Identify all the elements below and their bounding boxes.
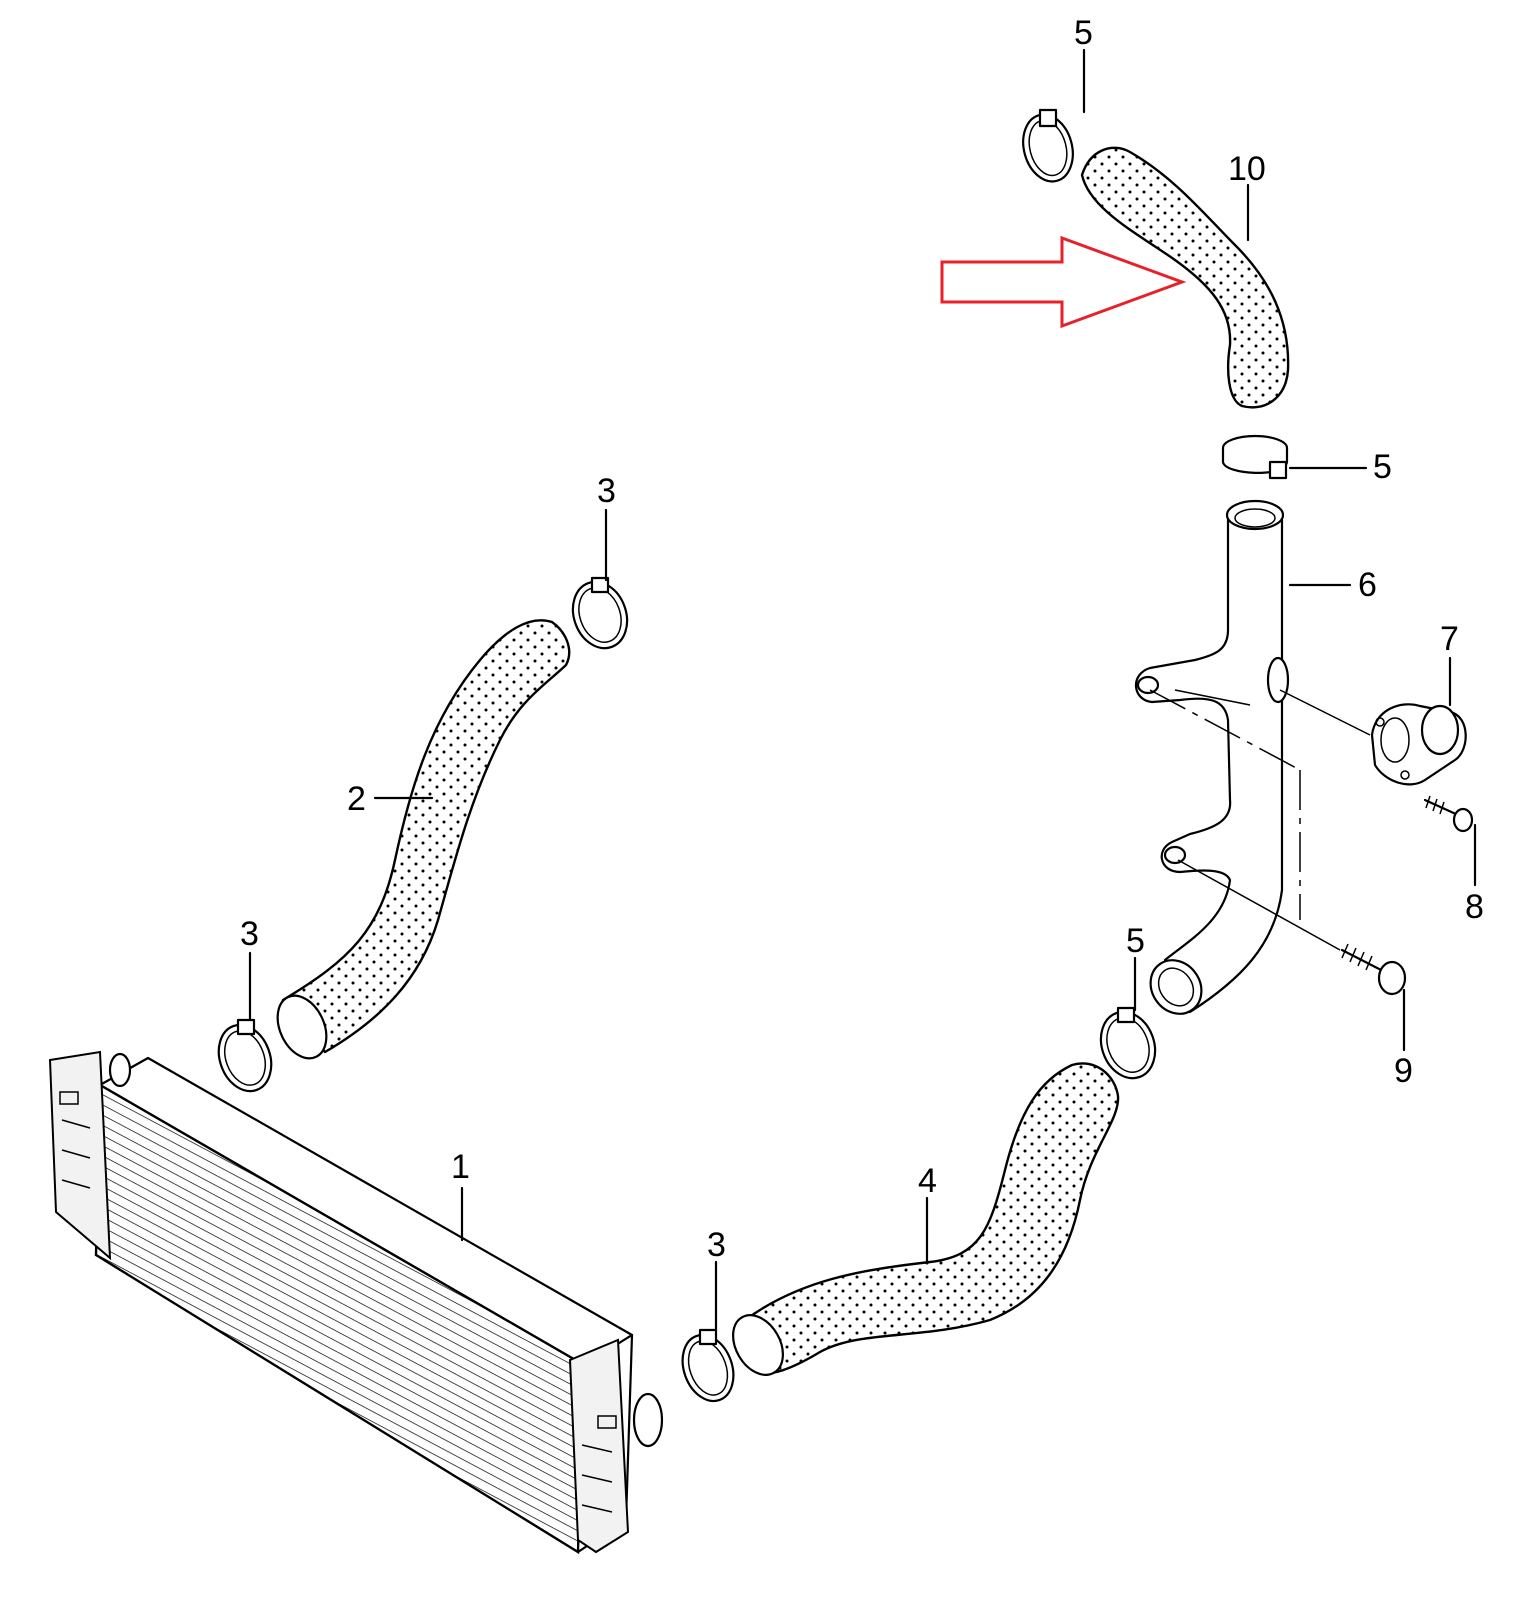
hose-2 [281, 619, 571, 1054]
callout-5-top: 5 [1074, 14, 1093, 52]
bolt-9 [1340, 943, 1407, 996]
clamp-3-bottom [681, 1328, 735, 1403]
highlight-arrow [940, 235, 1187, 329]
intercooler [48, 1050, 664, 1555]
clamp-5-middle [1221, 434, 1289, 480]
hose-10 [1080, 146, 1290, 409]
callout-3-top: 3 [597, 472, 616, 510]
clamp-3-top [571, 576, 629, 650]
clamp-5-bottom [1099, 1006, 1157, 1080]
callout-9: 9 [1394, 1052, 1413, 1090]
callout-7: 7 [1440, 620, 1459, 658]
callout-1: 1 [451, 1148, 470, 1186]
hose-4-end [732, 1314, 784, 1376]
hose-2-end [276, 994, 328, 1060]
callout-8: 8 [1465, 888, 1484, 926]
pipe-6 [1134, 499, 1371, 1015]
bolt-8 [1423, 795, 1474, 833]
clamp-5-top [1022, 108, 1074, 183]
callout-3-bottom: 3 [707, 1226, 726, 1264]
flange-7 [1370, 703, 1467, 786]
hose-4 [743, 1062, 1120, 1375]
clamp-3-left [217, 1018, 273, 1093]
callout-6: 6 [1358, 566, 1377, 604]
callout-4: 4 [918, 1162, 937, 1200]
leader-lines [248, 48, 1477, 1332]
callout-5-middle: 5 [1373, 448, 1392, 486]
callout-2: 2 [347, 780, 366, 818]
callout-3-left: 3 [240, 915, 259, 953]
callout-10: 10 [1228, 150, 1266, 188]
callout-5-bottom: 5 [1126, 922, 1145, 960]
